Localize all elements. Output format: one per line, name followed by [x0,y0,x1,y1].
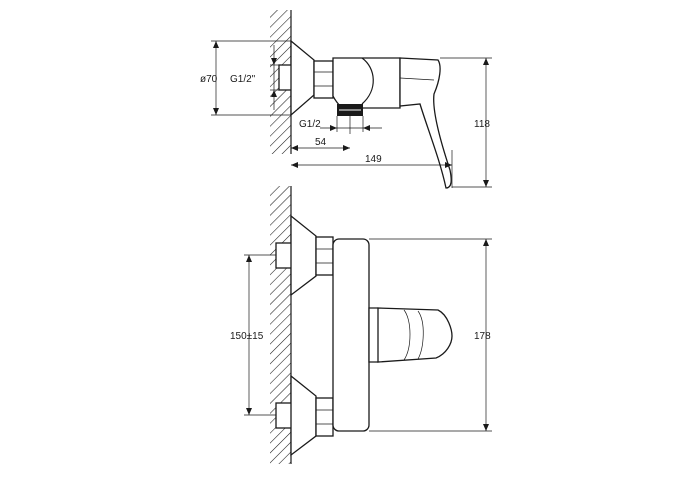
label-150: 150±15 [230,331,264,342]
label-118: 118 [474,119,490,130]
lever-handle-front [377,307,453,363]
escutcheon-lower [290,374,317,457]
lever-handle-side [399,57,452,189]
dim-150 [244,254,276,416]
dim-178 [369,238,492,432]
mixer-body-front [332,238,370,432]
escutcheon-top [290,39,315,117]
dim-149 [291,150,453,188]
dim-dia70 [211,40,291,116]
dim-g-half-inch [270,45,279,110]
label-g-half: G1/2 [299,119,321,130]
nut-upper [315,236,334,276]
nut-top [313,60,334,99]
front-view: 150±15 178 [230,186,492,464]
label-149: 149 [365,154,382,165]
handle-base-curve [361,57,374,105]
label-178: 178 [474,331,491,342]
label-g-half-inch: G1/2" [230,74,256,85]
mixer-body-side [332,57,401,109]
nut-lower [315,397,334,437]
label-dia70: ø70 [200,74,218,85]
dim-g-half [320,116,382,132]
dim-54 [291,145,350,151]
side-view: ø70 G1/2" G1/2 54 149 [200,10,492,189]
label-54: 54 [315,137,327,148]
dim-118 [440,57,492,188]
escutcheon-upper [290,214,317,297]
